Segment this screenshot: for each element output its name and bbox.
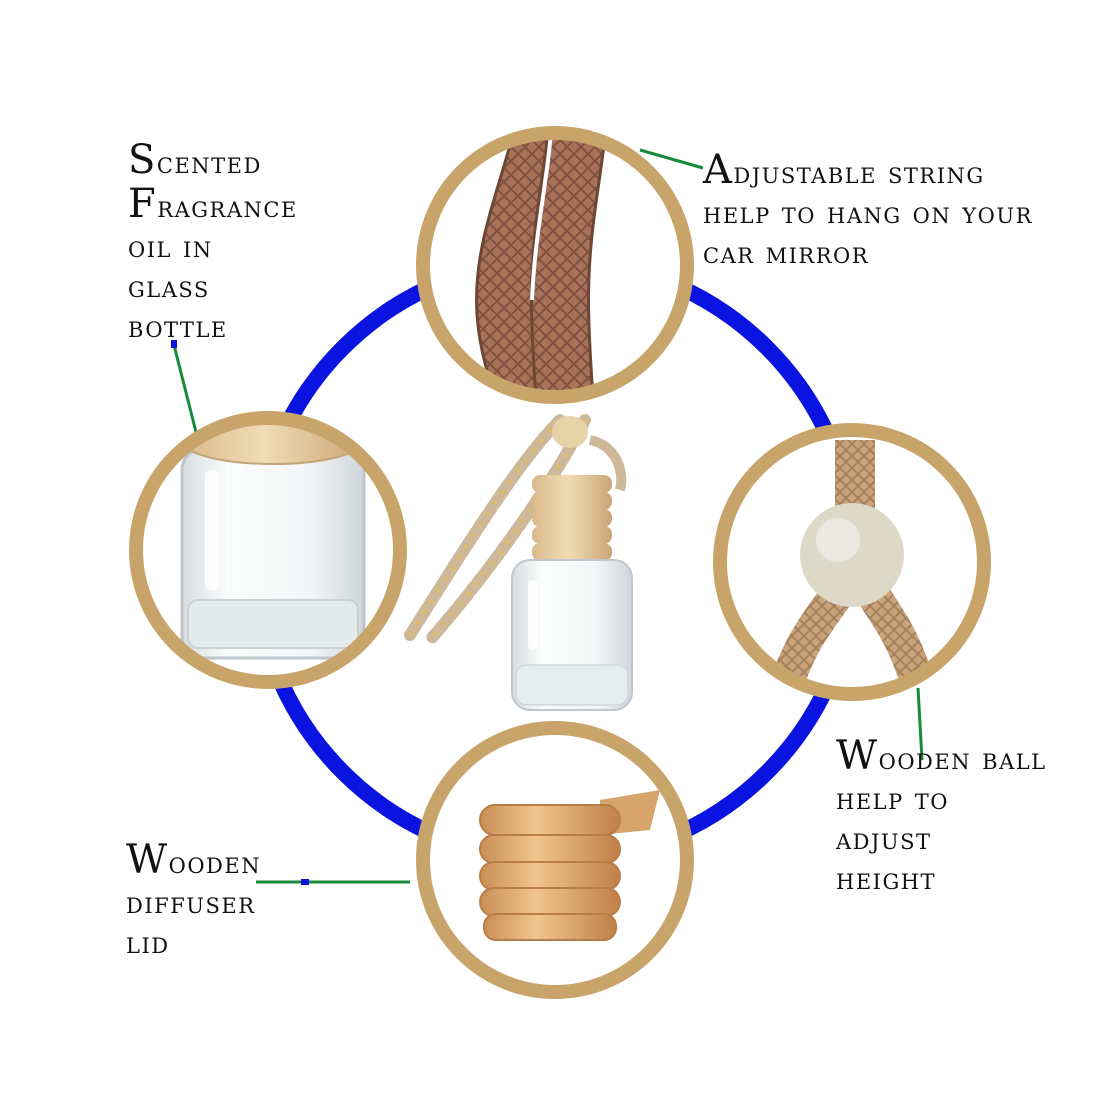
callout-bottle-line: glass: [128, 270, 210, 305]
callout-ball-line: height: [836, 862, 937, 897]
detail-circle-bottle: [129, 411, 407, 689]
callout-ball-line: help to: [836, 782, 949, 817]
callout-string-line: Adjustable string: [703, 147, 985, 193]
callout-bottle-line: Scented: [128, 137, 262, 183]
diffuser-bottle-icon: [404, 414, 633, 711]
callout-lid-line: lid: [126, 926, 170, 961]
wooden-lid-icon: [470, 790, 670, 950]
callout-bottle: Scented Fragrance oil in glass bottle: [128, 140, 298, 348]
leader-lines: [172, 148, 924, 884]
callout-ball-line: Wooden ball: [836, 733, 1047, 779]
detail-circle-string: [416, 126, 694, 404]
callout-lid: Wooden diffuser lid: [126, 840, 261, 964]
detail-circle-ball: [713, 423, 991, 701]
callout-string-line: car mirror: [703, 236, 870, 271]
callout-ball: Wooden ball help to adjust height: [836, 736, 1047, 900]
detail-circle-lid: [416, 721, 694, 999]
callout-bottle-line: Fragrance: [128, 181, 298, 227]
callout-string-line: help to hang on your: [703, 196, 1033, 231]
callout-lid-line: diffuser: [126, 886, 256, 921]
glass-bottle-icon: [180, 418, 366, 660]
cord-icon: [474, 133, 610, 397]
callout-bottle-line: bottle: [128, 310, 228, 345]
callout-lid-line: Wooden: [126, 837, 262, 883]
callout-ball-line: adjust: [836, 822, 932, 857]
callout-bottle-line: oil in: [128, 230, 213, 265]
callout-string: Adjustable string help to hang on your c…: [703, 150, 1033, 274]
